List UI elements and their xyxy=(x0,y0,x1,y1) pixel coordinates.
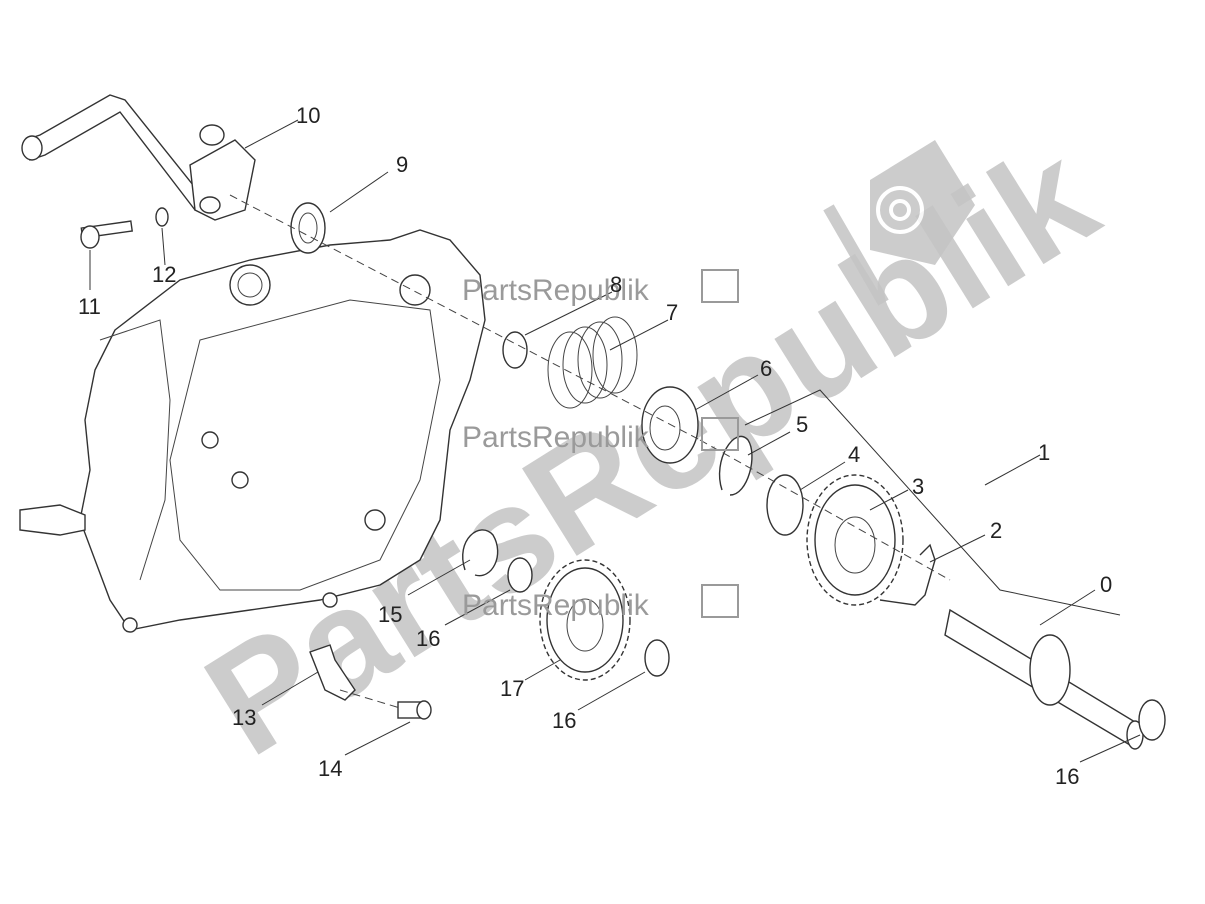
callout-17: 17 xyxy=(500,676,524,701)
callout-4: 4 xyxy=(848,442,860,467)
axis-kickstart xyxy=(229,194,701,441)
callout-11: 11 xyxy=(78,294,101,319)
callout-8: 8 xyxy=(610,272,622,297)
callout-9: 9 xyxy=(396,152,408,177)
callout-7: 7 xyxy=(666,300,678,325)
washer-16-left xyxy=(507,557,533,593)
watermark-large-flag-icon xyxy=(823,140,975,306)
callout-16-a: 16 xyxy=(416,626,440,651)
kickstart-shaft xyxy=(944,608,1144,750)
watermark-small-text-3: PartsRepublik xyxy=(462,589,650,622)
group-bracket-1 xyxy=(744,389,1121,616)
bolt-14 xyxy=(397,700,432,720)
bushing-6 xyxy=(641,386,699,464)
crankcase-cover xyxy=(19,229,486,633)
callout-10: 10 xyxy=(296,103,320,128)
watermark-small-3: PartsRepublik xyxy=(462,584,739,622)
watermark-small-text-2: PartsRepublik xyxy=(462,421,650,454)
washer-16-center xyxy=(644,639,670,677)
callout-5: 5 xyxy=(796,412,808,437)
washer-8 xyxy=(502,331,528,369)
watermark-small-text-1: PartsRepublik xyxy=(462,274,650,307)
washer-12 xyxy=(155,207,169,227)
callout-15: 15 xyxy=(378,602,402,627)
gear-flag-icon xyxy=(701,417,739,451)
bracket-13 xyxy=(309,644,356,701)
watermark-small-1: PartsRepublik xyxy=(462,269,739,307)
callout-12: 12 xyxy=(152,262,176,287)
callout-0: 0 xyxy=(1100,572,1112,597)
callout-16-c: 16 xyxy=(1055,764,1079,789)
spring-7 xyxy=(547,316,638,409)
callout-6: 6 xyxy=(760,356,772,381)
bolt-11 xyxy=(80,220,133,249)
circlip-5 xyxy=(718,435,753,496)
axis-shaft xyxy=(699,439,951,581)
washer-16-right xyxy=(1138,699,1166,741)
callout-14: 14 xyxy=(318,756,342,781)
leader-lines xyxy=(89,119,1141,763)
axis-bracket xyxy=(339,689,401,709)
gear-3 xyxy=(806,474,904,606)
circlip-15 xyxy=(462,529,499,577)
callout-13: 13 xyxy=(232,705,256,730)
kickstart-lever xyxy=(21,94,256,221)
callout-2: 2 xyxy=(990,518,1002,543)
callouts: 10 9 11 12 8 7 6 5 4 3 1 2 0 15 16 16 17… xyxy=(78,103,1112,789)
gear-17 xyxy=(539,559,631,681)
gear-flag-icon xyxy=(701,584,739,618)
oil-seal-9 xyxy=(290,202,326,254)
gear-flag-icon xyxy=(701,269,739,303)
callout-1: 1 xyxy=(1038,440,1050,465)
ring-4 xyxy=(766,474,804,536)
spring-clip-2 xyxy=(879,543,936,606)
watermark-small-2: PartsRepublik xyxy=(462,417,739,454)
callout-16-b: 16 xyxy=(552,708,576,733)
callout-3: 3 xyxy=(912,474,924,499)
